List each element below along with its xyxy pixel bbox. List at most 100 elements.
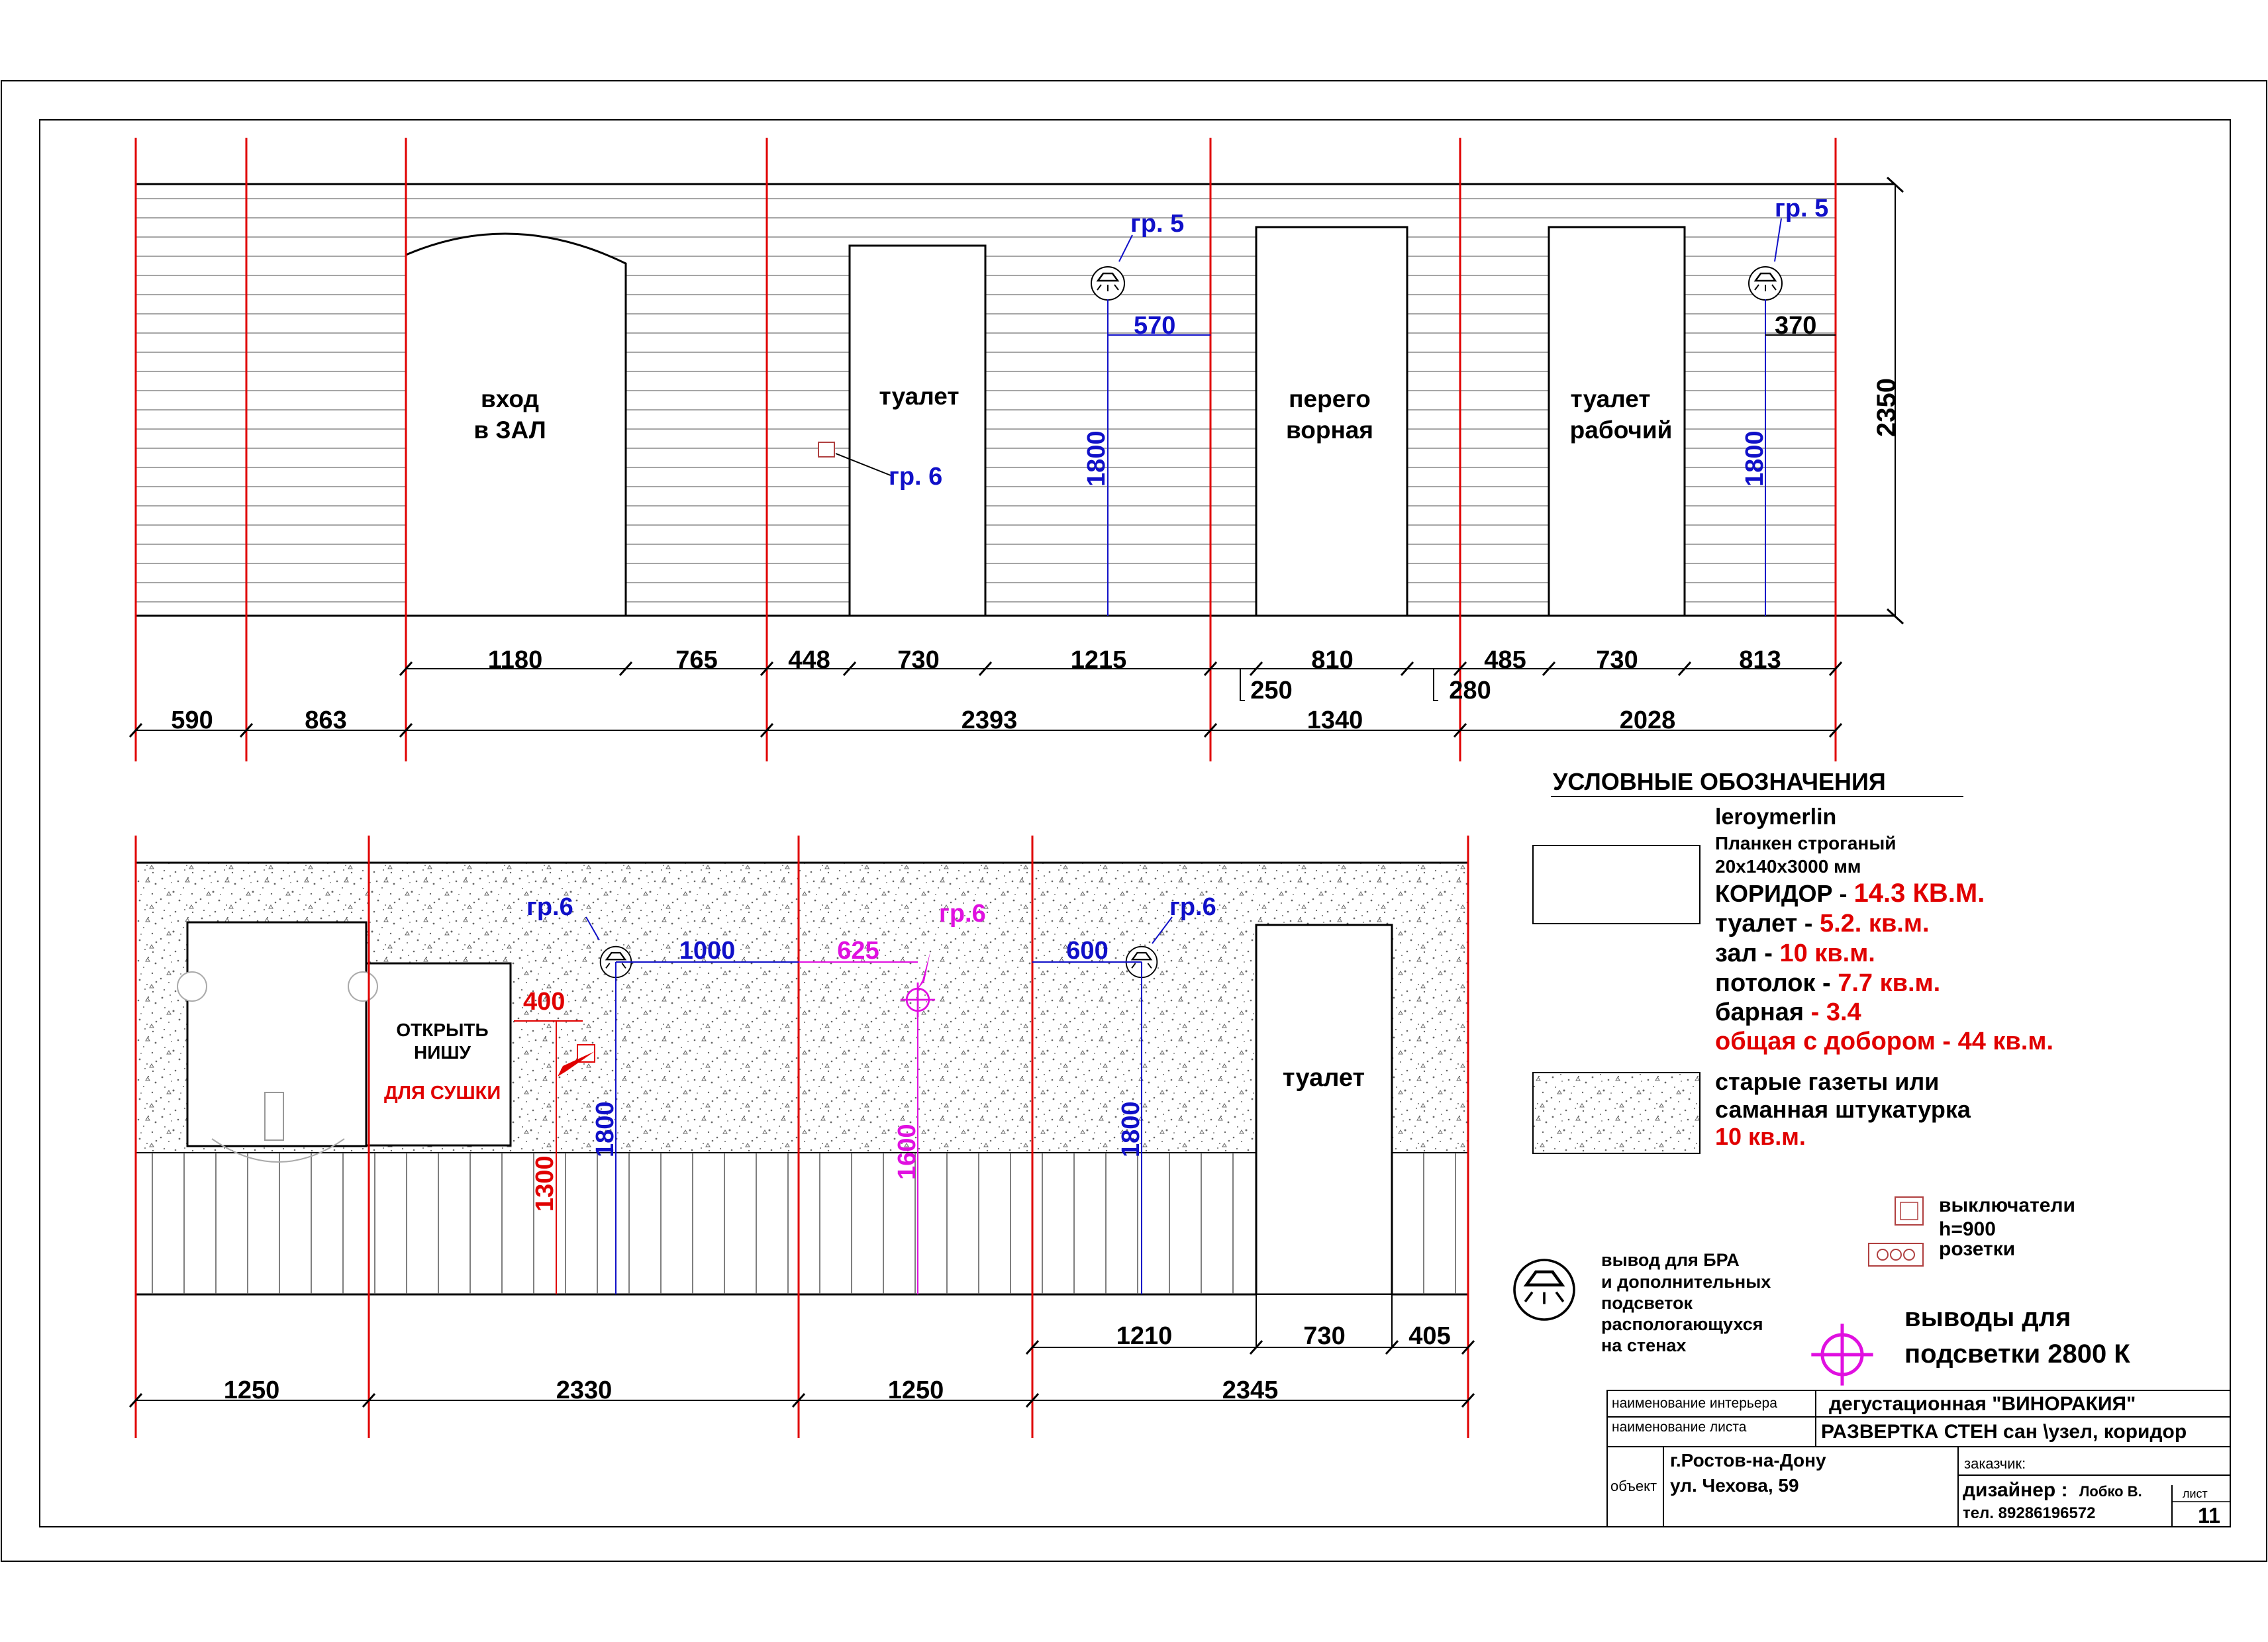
plaster-label-1: старые газеты или xyxy=(1715,1068,1939,1095)
dim-label: 1250 xyxy=(888,1376,944,1404)
arrow-icon xyxy=(558,1051,595,1077)
switches-label: выключатели xyxy=(1939,1194,2075,1216)
dim-label: 400 xyxy=(523,988,565,1016)
legend-brand: leroymerlin xyxy=(1715,804,1836,830)
total-area: общая с добором - 44 кв.м. xyxy=(1715,1028,2053,1055)
dim-label: 405 xyxy=(1408,1322,1450,1350)
changing-label-2: ворная xyxy=(1286,416,1373,444)
sheet-number: 11 xyxy=(2198,1504,2220,1527)
dim-label: 1340 xyxy=(1307,706,1363,734)
sconce-legend-3: подсветок xyxy=(1601,1293,1693,1313)
area-value: 5.2. кв.м. xyxy=(1820,910,1930,938)
dim-label: 250 xyxy=(1250,677,1292,704)
axis-lines-top xyxy=(134,138,1837,761)
dim-label: 765 xyxy=(675,646,717,674)
sconce-legend-2: и дополнительных xyxy=(1601,1272,1771,1292)
axis-lines-bottom xyxy=(134,836,1469,1438)
svg-text:зал - 10 кв.м.: зал - 10 кв.м. xyxy=(1715,940,1875,967)
switch-height: h=900 xyxy=(1939,1218,1996,1240)
area-value: 7.7 кв.м. xyxy=(1838,969,1940,997)
designer-name: Лобко В. xyxy=(2079,1483,2142,1500)
svg-text:КОРИДОР - 14.3 КВ.М.: КОРИДОР - 14.3 КВ.М. xyxy=(1715,879,1985,908)
svg-text:барная - 3.4: барная - 3.4 xyxy=(1715,998,1861,1026)
sconce-offset-dim: 370 xyxy=(1775,312,1816,340)
dim-label: 2345 xyxy=(1222,1376,1279,1404)
area-label: туалет - xyxy=(1715,910,1820,938)
object-label: объект xyxy=(1610,1478,1657,1494)
staff-toilet-label-2: рабочий xyxy=(1570,416,1673,444)
toilet-label: туалет xyxy=(1283,1064,1365,1092)
area-label: зал - xyxy=(1715,940,1779,967)
dim-label: 280 xyxy=(1449,677,1491,704)
niche-label-1: ОТКРЫТЬ xyxy=(396,1020,488,1040)
phone: тел. 89286196572 xyxy=(1963,1504,2096,1522)
dim-label: 1250 xyxy=(224,1376,280,1404)
interior-name-label: наименование интерьера xyxy=(1612,1396,1777,1411)
legend-area-list: КОРИДОР - 14.3 КВ.М. туалет - 5.2. кв.м.… xyxy=(1715,879,2053,1055)
area-value: - 3.4 xyxy=(1811,998,1861,1026)
dim-label: 600 xyxy=(1066,937,1108,965)
group6-label: гр. 6 xyxy=(889,463,942,491)
changing-label-1: перего xyxy=(1289,385,1371,412)
plaster-area: 10 кв.м. xyxy=(1715,1123,1806,1150)
height-dim: 1300 xyxy=(531,1155,559,1212)
sconce-legend-1: вывод для БРА xyxy=(1601,1250,1740,1270)
toilet-label: туалет xyxy=(879,383,960,410)
legend-product: Планкен строганый xyxy=(1715,833,1896,853)
group6-label: гр.6 xyxy=(526,893,573,921)
sconce-height-dim: 1800 xyxy=(1741,430,1769,487)
dim-label: 625 xyxy=(837,937,879,965)
area-label: потолок - xyxy=(1715,969,1838,997)
sheet-no-label: лист xyxy=(2183,1487,2208,1500)
dim-label: 813 xyxy=(1739,646,1781,674)
light-icon xyxy=(348,971,378,1002)
city: г.Ростов-на-Дону xyxy=(1670,1450,1826,1471)
plaster-label-2: саманная штукатурка xyxy=(1715,1096,1971,1123)
sconce-icon xyxy=(1514,1260,1574,1320)
dim-label: 2028 xyxy=(1620,706,1676,734)
dim-label: 1180 xyxy=(488,646,542,674)
group5-label: гр. 5 xyxy=(1130,210,1184,238)
faucet-icon xyxy=(264,1092,284,1141)
area-value: 14.3 КВ.М. xyxy=(1854,879,1985,908)
niche xyxy=(365,962,512,1147)
area-label: КОРИДОР - xyxy=(1715,880,1854,907)
height-dim: 1800 xyxy=(591,1101,619,1157)
dim-label: 810 xyxy=(1311,646,1353,674)
dim-label: 1210 xyxy=(1116,1322,1173,1350)
sconce-icon xyxy=(1748,266,1783,301)
dim-label: 590 xyxy=(171,706,213,734)
sockets-label: розетки xyxy=(1939,1238,2015,1260)
dim-label: 863 xyxy=(305,706,346,734)
sconce-offset-dim: 570 xyxy=(1134,312,1175,340)
changing-room-door xyxy=(1255,226,1408,617)
sconce-height-dim: 1800 xyxy=(1083,430,1110,487)
sconce-legend-5: на стенах xyxy=(1601,1335,1686,1355)
sheet-name: РАЗВЕРТКА СТЕН сан \узел, коридор xyxy=(1821,1421,2187,1443)
address: ул. Чехова, 59 xyxy=(1670,1475,1799,1496)
staff-toilet-door xyxy=(1548,226,1686,617)
niche-label-2: НИШУ xyxy=(414,1042,471,1063)
sheet-name-label: наименование листа xyxy=(1612,1420,1747,1435)
height-dim: 1800 xyxy=(1117,1101,1145,1157)
planken-swatch xyxy=(1532,845,1701,924)
height-dim: 1600 xyxy=(893,1124,921,1180)
sconce-legend-4: распологающухся xyxy=(1601,1314,1763,1334)
switch-icon xyxy=(1895,1196,1924,1226)
sheet-outer-frame xyxy=(1,80,2267,1562)
switch-icon xyxy=(818,442,835,458)
crosshair-icon xyxy=(1811,1324,1873,1385)
customer-label: заказчик: xyxy=(1964,1455,2026,1472)
top-wall-elevation: вход в ЗАЛ туалет перего ворная туалет р… xyxy=(128,138,1904,761)
drying-label: ДЛЯ СУШКИ xyxy=(384,1083,501,1104)
sheet-inner-frame xyxy=(39,119,2231,1527)
dim-label: 1215 xyxy=(1071,646,1127,674)
staff-toilet-label-1: туалет xyxy=(1571,385,1651,412)
backlight-legend-1: выводы для xyxy=(1904,1303,2071,1332)
dim-label: 2393 xyxy=(961,706,1018,734)
light-icon xyxy=(177,971,207,1002)
interior-name: дегустационная "ВИНОРАКИЯ" xyxy=(1829,1393,2136,1415)
entrance-arch xyxy=(405,232,627,617)
dim-label: 448 xyxy=(788,646,830,674)
legend: УСЛОВНЫЕ ОБОЗНАЧЕНИЯ leroymerlin Планкен… xyxy=(1514,768,2130,1386)
